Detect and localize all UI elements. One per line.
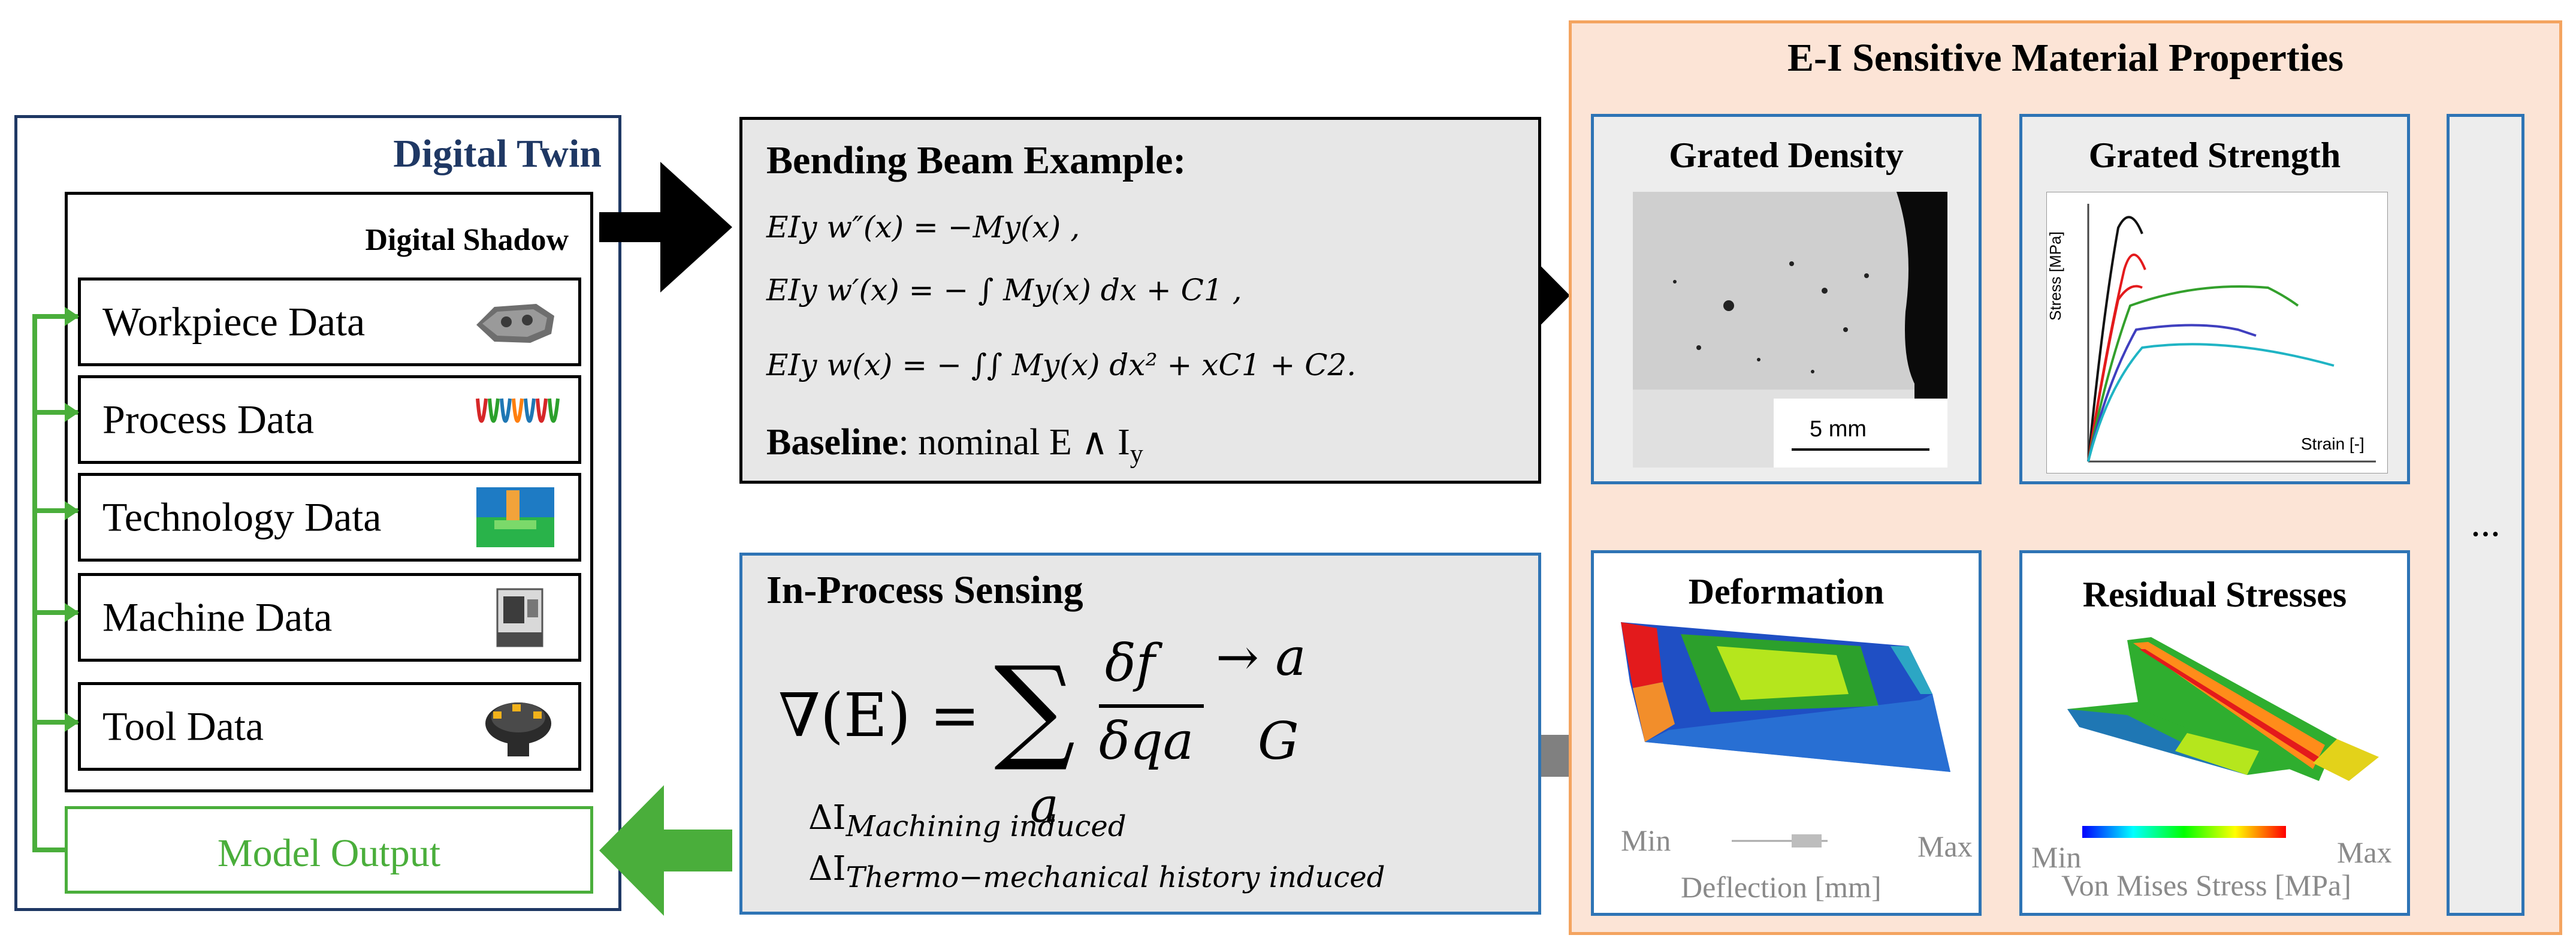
- delta-machining: ΔIMachining induced: [808, 798, 1127, 843]
- formula-numerator: δf: [1105, 634, 1155, 693]
- sensing-formula: ∇(E) = ∑ a δf δqa → a G: [778, 628, 1438, 833]
- delta-thermo-sub: Thermo−mechanical history induced: [845, 861, 1385, 895]
- beam-baseline: Baseline: nominal E ∧ Iy: [766, 420, 1143, 469]
- residual-stress-contour: [2067, 637, 2379, 781]
- residual-color-scale: [2082, 826, 2286, 838]
- model-output-label: Model Output: [217, 831, 441, 875]
- row-workpiece-data: Workpiece Data: [78, 278, 581, 366]
- deformation-legend-bar: [1732, 834, 1828, 848]
- beam-equation-1: EIy w″(x) = −My(x) ,: [766, 210, 1080, 245]
- beam-equation-2: EIy w′(x) = − ∫ My(x) dx + C1 ,: [766, 273, 1242, 307]
- delta-machining-symbol: ΔI: [808, 798, 846, 837]
- machine-tool-icon: [496, 588, 543, 647]
- grated-strength-title: Grated Strength: [2088, 135, 2341, 175]
- process-chart-icon: [476, 398, 560, 423]
- formula-sum-index: a: [1030, 777, 1059, 833]
- formula-denominator: δqa: [1099, 711, 1194, 771]
- formula-sum-symbol: ∑: [994, 642, 1076, 774]
- sensing-title: In-Process Sensing: [766, 568, 1083, 612]
- row-machine-data: Machine Data: [78, 573, 581, 662]
- grated-density-card: Grated Density 5 mm: [1591, 114, 1982, 484]
- residual-min-label: Min: [2031, 840, 2082, 874]
- ei-title: E-I Sensitive Material Properties: [1787, 36, 2344, 80]
- delta-thermo-symbol: ΔI: [808, 849, 846, 888]
- formula-arrow: → a: [1216, 628, 1306, 687]
- row-label: Machine Data: [102, 594, 333, 640]
- residual-max-label: Max: [2337, 836, 2392, 869]
- stress-strain-chart: [2046, 192, 2388, 474]
- beam-title: Bending Beam Example:: [766, 138, 1186, 182]
- deformation-max-label: Max: [1917, 830, 1973, 863]
- density-micrograph: [1633, 192, 1947, 468]
- row-technology-data: Technology Data: [78, 473, 581, 562]
- more-properties-card: ...: [2447, 114, 2524, 916]
- row-label: Workpiece Data: [102, 298, 366, 345]
- deformation-min-label: Min: [1621, 824, 1671, 857]
- milling-cutter-icon: [485, 702, 551, 756]
- technology-sim-icon: [476, 487, 554, 547]
- row-tool-data: Tool Data: [78, 682, 581, 771]
- density-scale-label: 5 mm: [1810, 417, 1867, 442]
- digital-shadow-title: Digital Shadow: [365, 223, 569, 257]
- residual-legend-label: Von Mises Stress [MPa]: [2061, 868, 2351, 902]
- arrow-to-beam: [599, 162, 732, 292]
- in-process-sensing-panel: In-Process Sensing ∇(E) = ∑ a δf δqa → a…: [739, 553, 1541, 915]
- baseline-text: : nominal E ∧ I: [898, 422, 1130, 463]
- deformation-card: Deformation Min Max Deflection [mm]: [1591, 550, 1982, 916]
- residual-stresses-title: Residual Stresses: [2082, 575, 2347, 614]
- row-label: Process Data: [102, 396, 315, 442]
- model-output-box: Model Output: [65, 806, 593, 894]
- grated-strength-card: Grated Strength Stress [MPa] Strain [-]: [2019, 114, 2410, 484]
- delta-thermo: ΔIThermo−mechanical history induced: [808, 849, 1385, 894]
- strength-xlabel: Strain [-]: [2301, 435, 2364, 453]
- residual-stresses-card: Residual Stresses Min Max Von Mises Stre…: [2019, 550, 2410, 916]
- delta-machining-sub: Machining induced: [845, 810, 1127, 844]
- baseline-label: Baseline: [766, 422, 899, 463]
- workpiece-part-icon: [476, 304, 554, 343]
- bending-beam-panel: Bending Beam Example: EIy w″(x) = −My(x)…: [739, 117, 1541, 484]
- deformation-contour: [1621, 622, 1950, 772]
- row-label: Tool Data: [102, 703, 264, 749]
- strength-ylabel: Stress [MPa]: [2046, 231, 2064, 321]
- deformation-legend-label: Deflection [mm]: [1681, 870, 1882, 904]
- row-label: Technology Data: [102, 494, 382, 540]
- deformation-title: Deformation: [1688, 572, 1885, 611]
- more-ellipsis: ...: [2471, 501, 2500, 545]
- baseline-subscript: y: [1130, 439, 1143, 469]
- formula-G: G: [1258, 711, 1299, 771]
- beam-equation-3: EIy w(x) = − ∫∫ My(x) dx² + xC1 + C2.: [766, 348, 1357, 382]
- row-process-data: Process Data: [78, 375, 581, 464]
- arrow-to-model-output: [599, 785, 732, 916]
- formula-fraction-bar: [1099, 704, 1204, 708]
- digital-twin-title: Digital Twin: [393, 132, 602, 176]
- formula-lhs: ∇(E) =: [778, 680, 980, 750]
- grated-density-title: Grated Density: [1669, 135, 1904, 175]
